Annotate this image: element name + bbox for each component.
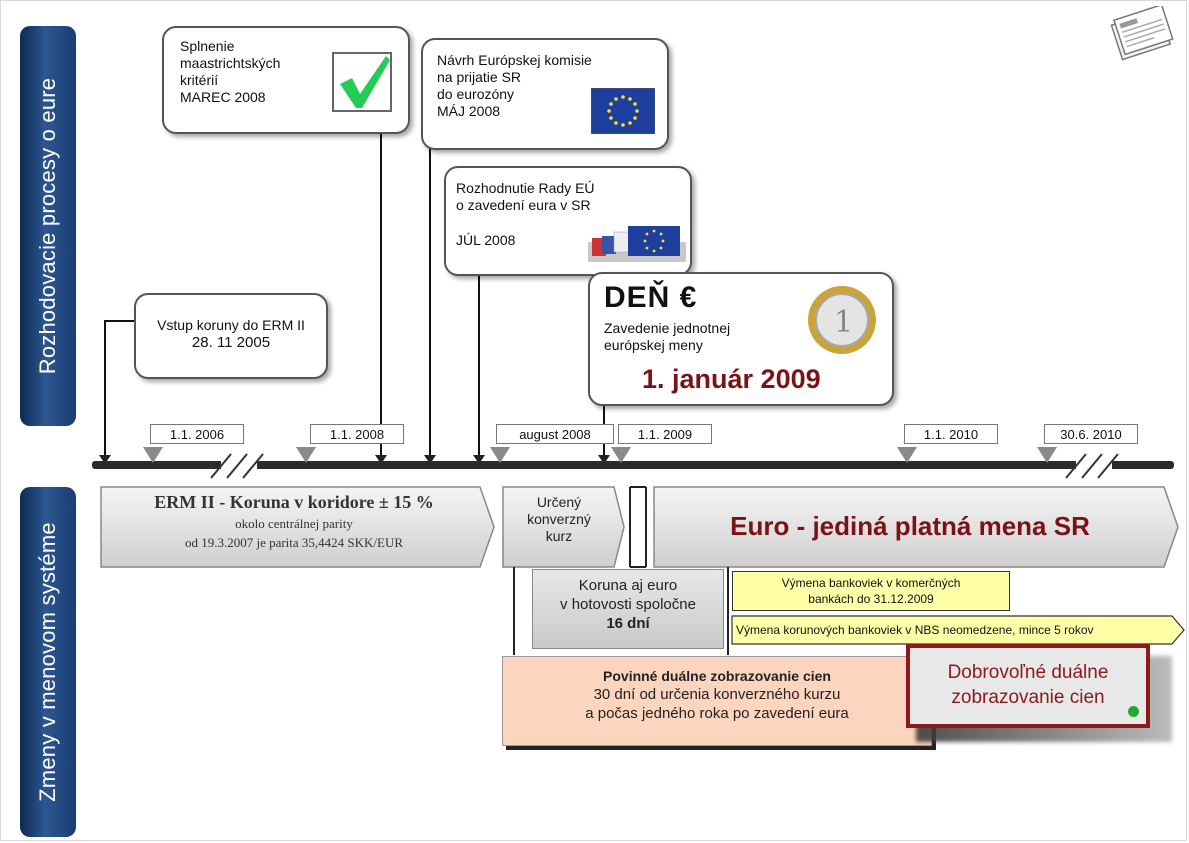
euro-day-title: DEŇ €: [604, 281, 698, 314]
maastricht-line-1: Splnenie: [180, 38, 235, 54]
date-label-june-2010: 30.6. 2010: [1044, 424, 1138, 444]
euro-day-date: 1. január 2009: [642, 364, 821, 394]
bank-exchange-line-1: Výmena bankoviek v komerčných: [781, 576, 961, 590]
euro-day-subtitle-2: európskej meny: [604, 337, 703, 353]
commission-line-3: do eurozóny: [437, 86, 515, 102]
euro-phase-label: Euro - jediná platná mena SR: [730, 511, 1090, 541]
connector-erm-entry: [104, 320, 106, 456]
event-council: Rozhodnutie Rady EÚ o zavedení eura v SR…: [444, 166, 692, 276]
erm-entry-line-2: 28. 11 2005: [191, 334, 271, 351]
arrowhead-maastricht: [375, 455, 387, 464]
event-commission: Návrh Európskej komisie na prijatie SR d…: [421, 38, 669, 150]
mandatory-dual-line-1: Povinné duálne zobrazovanie cien: [603, 668, 831, 684]
date-marker-august-2008: [490, 447, 510, 463]
mandatory-dual-line-2: 30 dní od určenia konverzného kurzu: [593, 686, 841, 703]
commission-line-2: na prijatie SR: [437, 69, 522, 85]
erm-phase-line2: okolo centrálnej parity: [235, 516, 353, 531]
conversion-line-3: kurz: [545, 528, 573, 544]
erm-entry-line-1: Vstup koruny do ERM II: [157, 317, 305, 333]
voluntary-dual-box: Dobrovoľné duálne zobrazovanie cien: [906, 644, 1150, 728]
maastricht-line-3: kritérií: [180, 72, 219, 88]
date-label-august-2008: august 2008: [496, 424, 614, 444]
date-marker-2009: [611, 447, 631, 463]
bank-exchange-box: Výmena bankoviek v komerčných bankách do…: [732, 571, 1010, 611]
axis-break-1: [210, 453, 264, 479]
nbs-exchange-arrow: [731, 615, 1185, 645]
event-council-text: Rozhodnutie Rady EÚ o zavedení eura v SR…: [456, 180, 595, 249]
dual-cash-line-2: v hotovosti spoločne: [560, 596, 696, 613]
connector-maastricht: [380, 134, 382, 456]
event-commission-text: Návrh Európskej komisie na prijatie SR d…: [437, 52, 592, 120]
date-label-2006: 1.1. 2006: [150, 424, 244, 444]
conversion-phase-arrow: [502, 486, 625, 568]
connector-erm-entry-h: [104, 320, 136, 322]
date-label-2010: 1.1. 2010: [904, 424, 998, 444]
arrowhead-commission: [424, 455, 436, 464]
date-label-2009: 1.1. 2009: [618, 424, 712, 444]
bank-exchange-line-2: bankách do 31.12.2009: [808, 592, 934, 606]
erm-phase-text: ERM II - Koruna v koridore ± 15 % okolo …: [104, 490, 484, 552]
green-dot-icon: [1128, 706, 1139, 717]
euro-phase-arrow: [653, 486, 1179, 568]
voluntary-dual-line-1: Dobrovoľné duálne: [947, 662, 1109, 683]
eu-flag-icon: [591, 88, 655, 134]
axis-break-2: [1065, 453, 1119, 479]
conversion-phase-text: Určený konverzný kurz: [506, 494, 612, 545]
checkmark-icon: [332, 52, 392, 112]
dual-cash-line-3: 16 dní: [606, 615, 650, 632]
commission-line-4: MÁJ 2008: [437, 103, 501, 119]
newspaper-icon: [1110, 6, 1174, 61]
erm-phase-title: ERM II - Koruna v koridore ± 15 %: [154, 492, 434, 512]
sidebar-currency-changes: Zmeny v menovom systéme: [20, 487, 76, 837]
erm-phase-arrow: [100, 486, 495, 568]
date-marker-june-2010: [1037, 447, 1057, 463]
event-euro-day: DEŇ € Zavedenie jednotnej európskej meny…: [588, 272, 894, 406]
arrowhead-erm-entry: [99, 455, 111, 464]
commission-line-1: Návrh Európskej komisie: [437, 52, 592, 68]
mandatory-dual-line-3: a počas jedného roka po zavedení eura: [585, 705, 849, 722]
dual-cash-line-1: Koruna aj euro: [578, 577, 678, 594]
mandatory-dual-box: Povinné duálne zobrazovanie cien 30 dní …: [502, 656, 932, 746]
euro-coin-icon: 1: [808, 286, 876, 354]
event-erm-entry-text: Vstup koruny do ERM II 28. 11 2005: [136, 317, 326, 351]
date-marker-2010: [897, 447, 917, 463]
arrowhead-council: [473, 455, 485, 464]
maastricht-line-4: MAREC 2008: [180, 89, 266, 105]
sidebar-decision-processes: Rozhodovacie procesy o eure: [20, 26, 76, 426]
nbs-exchange-label: Výmena korunových bankoviek v NBS neomed…: [736, 623, 1094, 637]
euro-day-subtitle-1: Zavedenie jednotnej: [604, 320, 731, 336]
event-maastricht-text: Splnenie maastrichtských kritérií MAREC …: [180, 38, 280, 106]
date-label-2008: 1.1. 2008: [310, 424, 404, 444]
erm-phase-line3: od 19.3.2007 je parita 35,4424 SKK/EUR: [184, 535, 404, 550]
council-line-1: Rozhodnutie Rady EÚ: [456, 180, 595, 196]
arrowhead-euro-day: [598, 455, 610, 464]
flags-icon: [588, 226, 686, 262]
event-erm-entry: Vstup koruny do ERM II 28. 11 2005: [134, 293, 328, 379]
council-line-3: JÚL 2008: [456, 232, 516, 248]
event-maastricht: Splnenie maastrichtských kritérií MAREC …: [162, 26, 410, 134]
conversion-line-1: Určený: [536, 494, 582, 510]
voluntary-dual-line-2: zobrazovanie cien: [951, 687, 1105, 708]
dual-cash-box: Koruna aj euro v hotovosti spoločne 16 d…: [532, 569, 724, 649]
timeline-axis: [92, 461, 1174, 469]
connector-council: [478, 276, 480, 456]
euro-day-subtitle: Zavedenie jednotnej európskej meny: [604, 320, 730, 354]
date-marker-2006: [143, 447, 163, 463]
date-marker-2008: [296, 447, 316, 463]
svg-text:1: 1: [834, 305, 853, 340]
maastricht-line-2: maastrichtských: [180, 55, 281, 71]
connector-commission: [429, 134, 431, 456]
conversion-line-2: konverzný: [527, 511, 591, 527]
council-line-2: o zavedení eura v SR: [456, 197, 591, 213]
